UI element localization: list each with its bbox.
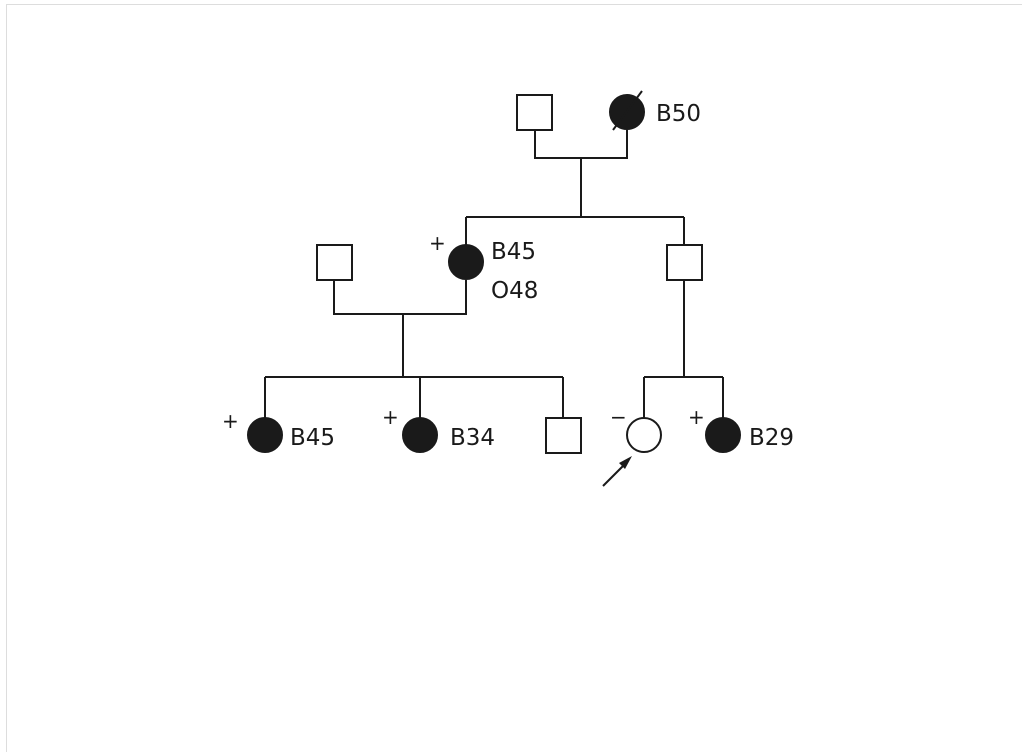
gen2-daughter-label-1: B45 (491, 239, 536, 265)
gen3-child2-sign: + (382, 405, 399, 429)
gen3-proband-sign: − (610, 405, 627, 429)
figure-frame (6, 4, 1022, 752)
gen3-child3-square (545, 417, 582, 454)
gen2-spouse-square (316, 244, 353, 281)
gen3-child5-sign: + (688, 405, 705, 429)
gen3-child5-circle (705, 417, 741, 453)
gen3-child2-label: B34 (450, 425, 495, 451)
gen3-child2-circle (402, 417, 438, 453)
marriage-line-gen2 (333, 280, 467, 315)
marriage-line-gen1 (534, 130, 628, 159)
proband-arrow-icon (619, 456, 632, 469)
gen2-daughter-label-2: O48 (491, 278, 538, 304)
gen3-proband-circle (626, 417, 662, 453)
gen2-son-square (666, 244, 703, 281)
gen3-child1-circle (247, 417, 283, 453)
gen1-father-square (516, 94, 553, 131)
gen2-daughter-circle (448, 244, 484, 280)
gen3-child5-label: B29 (749, 425, 794, 451)
gen3-child1-sign: + (222, 409, 239, 433)
gen2-daughter-sign: + (429, 231, 446, 255)
pedigree-lines (264, 130, 724, 418)
deceased-slash (612, 90, 643, 131)
gen3-child1-label: B45 (290, 425, 335, 451)
gen1-mother-label: B50 (656, 101, 701, 127)
